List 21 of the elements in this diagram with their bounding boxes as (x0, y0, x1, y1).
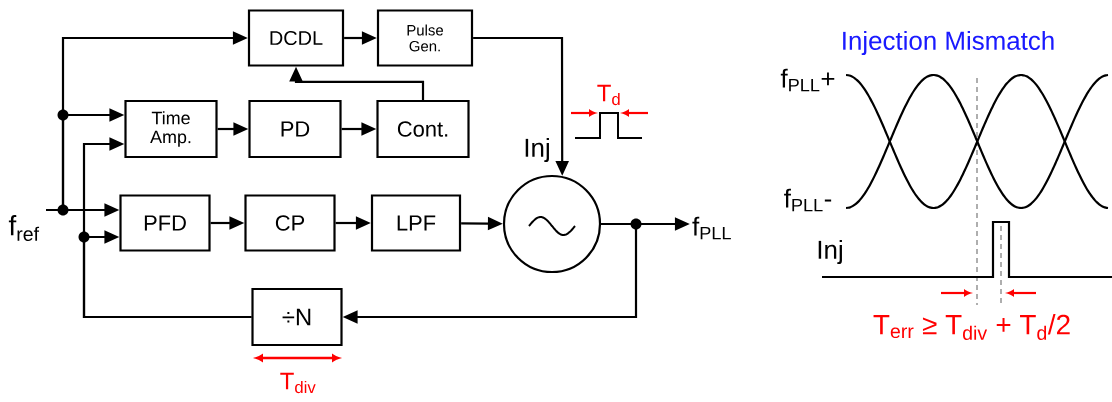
process-box: Pulse Gen. (376, 9, 474, 67)
oscillator-circle (502, 174, 602, 274)
process-box: Time Amp. (124, 99, 218, 159)
process-box: Cont. (376, 99, 470, 159)
edge-label: Inj (522, 136, 552, 164)
signal-label: f$_{ref}$ (8, 215, 40, 241)
process-box: ÷N (251, 287, 343, 347)
process-box: PFD (119, 194, 211, 252)
timing-label: T$_{div}$ (280, 372, 316, 394)
arrow (82, 230, 252, 319)
equation-label: T$_{err}$ ≥ T$_{div}$ + T$_{d}$/2 (873, 314, 1070, 340)
signal-label: f$_{PLL}$- (784, 188, 832, 212)
process-box: LPF (370, 194, 462, 252)
signal-label: f$_{PLL}$ (692, 216, 731, 240)
timing-label: T$_{d}$ (597, 84, 620, 106)
process-box: CP (244, 194, 336, 252)
process-box: DCDL (247, 9, 345, 67)
signal-label: Inj (818, 239, 842, 265)
process-box: PD (248, 99, 342, 159)
signal-label: f$_{PLL}$+ (780, 68, 835, 92)
panel-title: Injection Mismatch (843, 30, 1054, 56)
